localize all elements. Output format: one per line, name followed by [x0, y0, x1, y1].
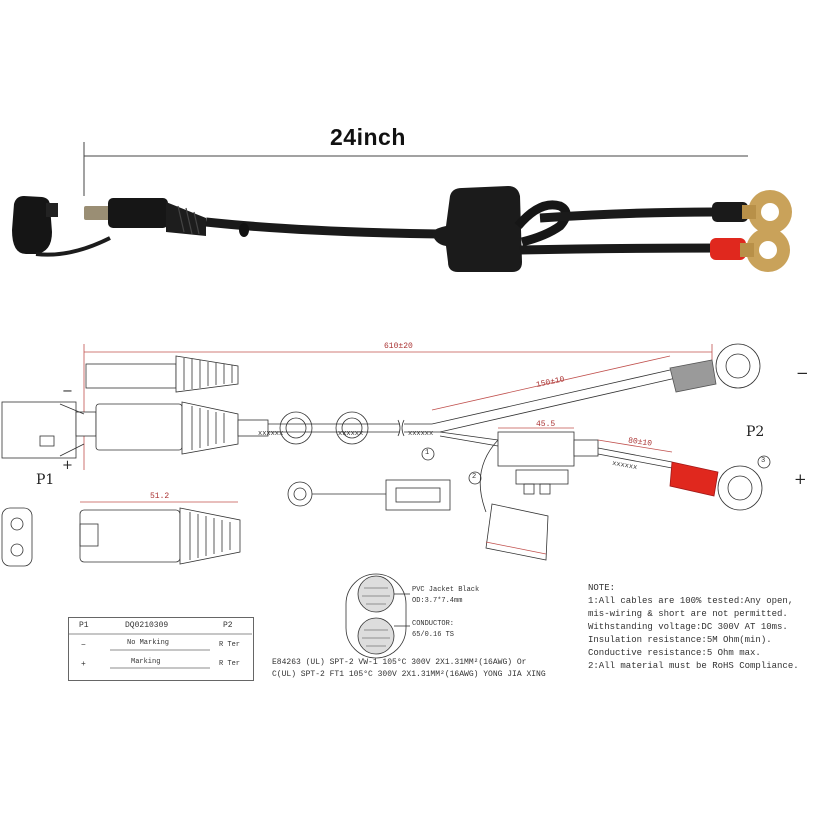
wire-mark-3: xxxxxx: [408, 430, 434, 438]
wire-mark-2: xxxxxx: [338, 430, 364, 438]
table-row-1-p2: R Ter: [219, 641, 241, 649]
table-col-p2: P2: [223, 621, 233, 630]
ring-terminal-red-drawing: [669, 461, 763, 511]
callout-2-circle: [468, 471, 482, 485]
spec-line-2: C(UL) SPT-2 FT1 105°C 300V 2X1.31MM²(16A…: [272, 670, 546, 679]
table-row-1-marking: No Marking: [127, 639, 170, 647]
cross-jacket-label: PVC Jacket Black: [412, 586, 480, 594]
notes-line-2: mis-wiring & short are not permitted.: [588, 609, 788, 619]
table-part-no: DQ0210309: [125, 621, 169, 630]
p2-minus: −: [796, 364, 809, 382]
notes-line-4: Insulation resistance:5M Ohm(min).: [588, 635, 772, 645]
cross-conductor-label: CONDUCTOR:: [412, 620, 455, 628]
ring-terminal-top-drawing: [669, 343, 761, 393]
sae-plug-photo: [12, 196, 441, 257]
notes-line-5: Conductive resistance:5 Ohm max.: [588, 648, 761, 658]
cross-od-label: OD:3.7*7.4mm: [412, 597, 463, 605]
dim-plug-label: 51.2: [150, 492, 170, 501]
wire-mark-1: xxxxxx: [258, 430, 284, 438]
ring-terminal-red-photo: [710, 228, 790, 272]
notes-line-1: 1:All cables are 100% tested:Any open,: [588, 596, 794, 606]
ring-terminal-black-photo: [712, 190, 792, 234]
callout-3-circle: [757, 455, 771, 469]
photo-length-label: 24inch: [330, 124, 406, 150]
cable-drawing: [268, 369, 677, 447]
drawing-section: [1, 343, 771, 669]
p2-label: P2: [746, 424, 765, 440]
fuse-holder-drawing: [479, 427, 599, 561]
fuse-insert-drawing: [287, 479, 451, 511]
sae-cap-drawing: [85, 355, 239, 393]
cross-conductor-spec: 65/0.16 TS: [412, 631, 455, 639]
callout-2: 2: [472, 473, 477, 481]
table-row-2-p2: R Ter: [219, 660, 241, 668]
table-row-2-p1: +: [81, 660, 86, 669]
spec-line-1: E84263 (UL) SPT-2 VW-1 105°C 300V 2X1.31…: [272, 658, 527, 667]
sae-plug-front-view: [1, 507, 33, 567]
notes-block: NOTE: 1:All cables are 100% tested:Any o…: [588, 582, 799, 673]
callout-1-circle: [421, 447, 435, 461]
photo-section: [12, 142, 792, 272]
p2-plus: +: [794, 470, 807, 488]
dim-fuse-label: 45.5: [536, 420, 556, 429]
sae-plug-side-view: [79, 501, 241, 565]
table-row-2-marking: Marking: [131, 658, 161, 666]
sae-plug-drawing: [1, 401, 269, 459]
table-col-p1: P1: [79, 621, 89, 630]
notes-heading: NOTE:: [588, 583, 616, 593]
table-row-1-p1: −: [81, 641, 86, 650]
notes-line-6: 2:All material must be RoHS Compliance.: [588, 661, 799, 671]
p1-minus: −: [62, 384, 73, 399]
notes-line-3: Withstanding voltage:DC 300V AT 10ms.: [588, 622, 788, 632]
dim-total-label: 610±20: [384, 342, 413, 351]
fuse-holder-photo: [432, 186, 731, 272]
cable-cross-section: [345, 573, 410, 659]
cable-spec-text: E84263 (UL) SPT-2 VW-1 105°C 300V 2X1.31…: [272, 657, 546, 681]
p1-plus: +: [62, 458, 73, 473]
pinout-table: P1 DQ0210309 P2 − No Marking R Ter + Mar…: [68, 617, 254, 681]
p1-label: P1: [36, 472, 55, 488]
callout-1: 1: [425, 449, 430, 457]
callout-3: 3: [761, 457, 766, 465]
